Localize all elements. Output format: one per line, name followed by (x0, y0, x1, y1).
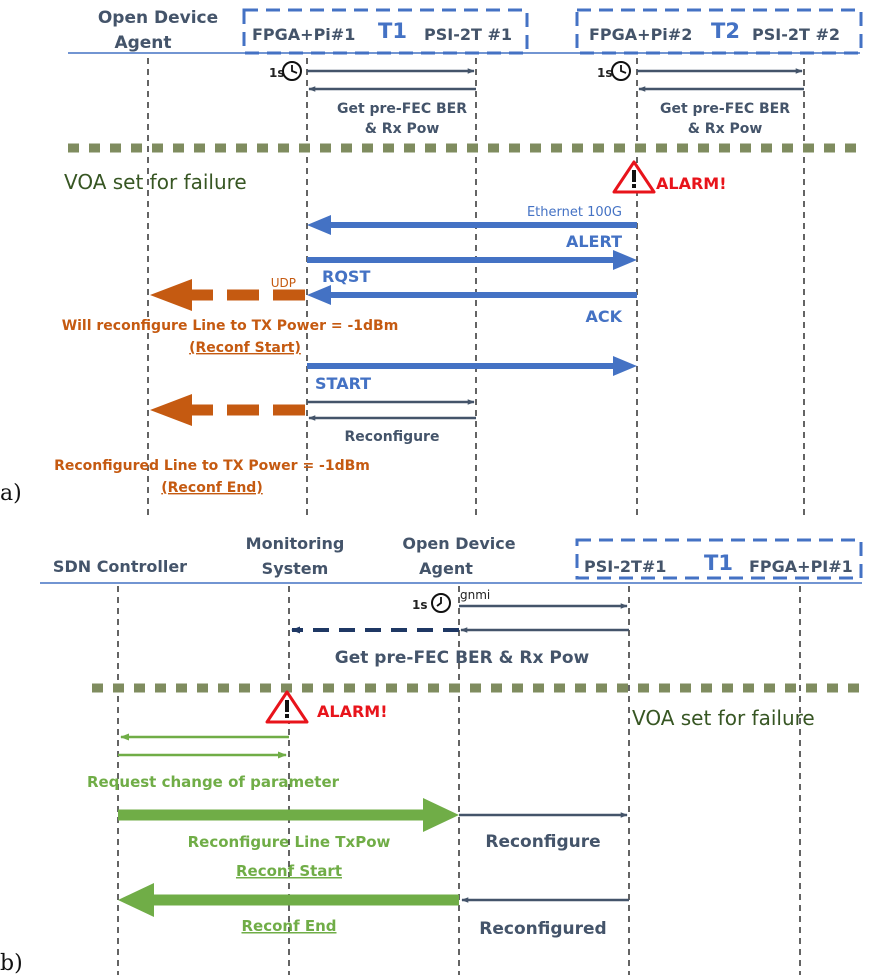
clock-icon (431, 593, 451, 613)
t1-box-b (575, 538, 863, 580)
clock-icon (282, 61, 302, 81)
clock-icon (611, 61, 631, 81)
warning-icon (265, 690, 309, 724)
reconf-end-label-a: (Reconf End) (161, 480, 262, 496)
start-label: START (315, 374, 371, 393)
t2-left-label: FPGA+Pi#2 (589, 25, 692, 44)
ack-label: ACK (585, 307, 622, 326)
poll-label-t1-line2: & Rx Pow (365, 121, 440, 137)
rqst-label: RQST (322, 267, 370, 286)
t1-name: T1 (378, 19, 407, 43)
ack-arrow-head (307, 285, 331, 305)
t2-name: T2 (711, 19, 740, 43)
will-reconf-label: Will reconfigure Line to TX Power = -1dB… (62, 318, 399, 334)
reconf-end-arrow-head (118, 883, 154, 917)
poll-label-t2-line1: Get pre-FEC BER (660, 101, 790, 117)
oda-b-label-line1: Open Device (402, 534, 515, 553)
panel-tag-a: a) (0, 481, 22, 506)
poll-label-t2-line2: & Rx Pow (688, 121, 763, 137)
sdn-label: SDN Controller (53, 557, 187, 576)
timer-label-t2: 1s (597, 66, 613, 80)
udp-arrow-2-head (150, 394, 192, 426)
monitoring-label-line2: System (262, 559, 329, 578)
reconfigure-label-a: Reconfigure (345, 429, 440, 445)
t1-left-label: FPGA+Pi#1 (252, 25, 355, 44)
warning-icon (612, 160, 656, 194)
t1-b-right-label: FPGA+PI#1 (749, 557, 853, 576)
oda-label-line1: Open Device (98, 8, 218, 28)
rqst-arrow-head (613, 250, 637, 270)
reconf-start-label-b: Reconf Start (236, 862, 342, 880)
udp-arrow-1-head (150, 279, 192, 311)
alarm-label-b: ALARM! (317, 702, 388, 721)
t1-b-left-label: PSI-2T#1 (584, 557, 666, 576)
reconfigure-label-b: Reconfigure (485, 832, 600, 852)
reconf-line-label: Reconfigure Line TxPow (188, 833, 391, 851)
reconf-line-arrow-head (423, 798, 459, 832)
timer-label-t1: 1s (269, 66, 285, 80)
t1-right-label: PSI-2T #1 (424, 25, 512, 44)
udp-label: UDP (271, 276, 296, 290)
oda-b-label-line2: Agent (419, 559, 473, 578)
panel-a: Open Device Agent FPGA+Pi#1 T1 PSI-2T #1… (0, 8, 863, 518)
reconfigured-line-label: Reconfigured Line to TX Power = -1dBm (54, 458, 370, 474)
voa-label-a: VOA set for failure (64, 170, 247, 194)
reconf-start-label-a: (Reconf Start) (189, 340, 301, 356)
request-change-label: Request change of parameter (87, 773, 340, 791)
timer-label-b: 1s (412, 598, 428, 612)
poll-label-b: Get pre-FEC BER & Rx Pow (335, 648, 590, 668)
t2-right-label: PSI-2T #2 (752, 25, 840, 44)
poll-label-t1-line1: Get pre-FEC BER (337, 101, 467, 117)
alert-label: ALERT (566, 232, 622, 251)
ethernet-label: Ethernet 100G (527, 205, 622, 220)
panel-b: SDN Controller Monitoring System Open De… (0, 534, 863, 976)
alert-arrow-head (307, 215, 331, 235)
voa-label-b: VOA set for failure (632, 706, 815, 730)
oda-label-line2: Agent (114, 33, 171, 53)
monitoring-label-line1: Monitoring (246, 534, 345, 553)
t1-b-name: T1 (704, 551, 733, 575)
panel-tag-b: b) (0, 951, 23, 976)
start-arrow-head (613, 356, 637, 376)
gnmi-label: gnmi (460, 588, 490, 602)
reconf-end-label-b: Reconf End (241, 917, 336, 935)
alarm-label-a: ALARM! (656, 174, 727, 193)
reconfigured-label-b: Reconfigured (479, 919, 606, 939)
